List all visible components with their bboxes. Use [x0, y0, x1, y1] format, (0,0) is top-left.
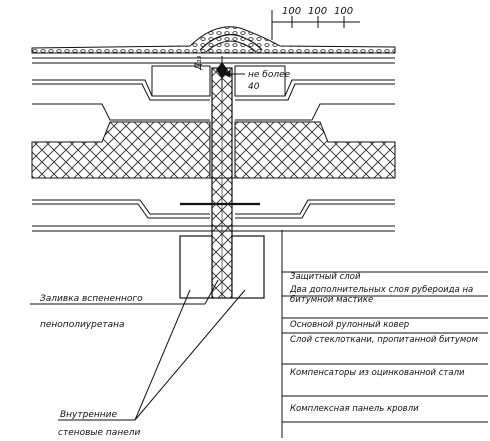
legend-main-roll-carpet: Основной рулонный ковер: [290, 320, 410, 330]
membrane-layers: [32, 52, 395, 64]
dimension-line: [271, 10, 360, 40]
panel-skin-top: [32, 103, 395, 121]
foam-joint: [211, 56, 233, 299]
legend-leaders: [281, 230, 488, 438]
protective-layer: [31, 26, 396, 54]
legend-extra-ruberoid: Два дополнительных слоя рубероида на бит…: [290, 285, 474, 305]
legend-protective-layer: Защитный слой: [290, 272, 361, 282]
joint-label-d13: Д₁₃: [194, 55, 204, 70]
legend-fiberglass-layer: Слой стеклоткани, пропитанной битумом: [290, 335, 478, 345]
joint-label-40: 40: [248, 82, 260, 92]
joint-label-max: не более: [248, 70, 291, 80]
inner-panels-label-line2: стеновые панели: [58, 428, 141, 438]
foam-fill-label-line1: Заливка вспененного: [40, 294, 143, 304]
dimension-label-1: 100: [282, 6, 302, 17]
insulation-core: [31, 121, 396, 179]
foam-fill-label-line2: пенополиуретана: [40, 320, 125, 330]
upper-panel-step: [32, 65, 395, 101]
joint-arrow: [222, 70, 245, 78]
legend-compensators: Компенсаторы из оцинкованной стали: [290, 368, 465, 378]
legend-roof-panel: Комплексная панель кровли: [290, 404, 419, 414]
inner-wall-panels: [179, 235, 265, 299]
dimension-label-2: 100: [308, 6, 328, 17]
inner-panels-label-line1: Внутренние: [60, 410, 118, 420]
dimension-label-3: 100: [334, 6, 354, 17]
left-leaders: [30, 279, 246, 421]
